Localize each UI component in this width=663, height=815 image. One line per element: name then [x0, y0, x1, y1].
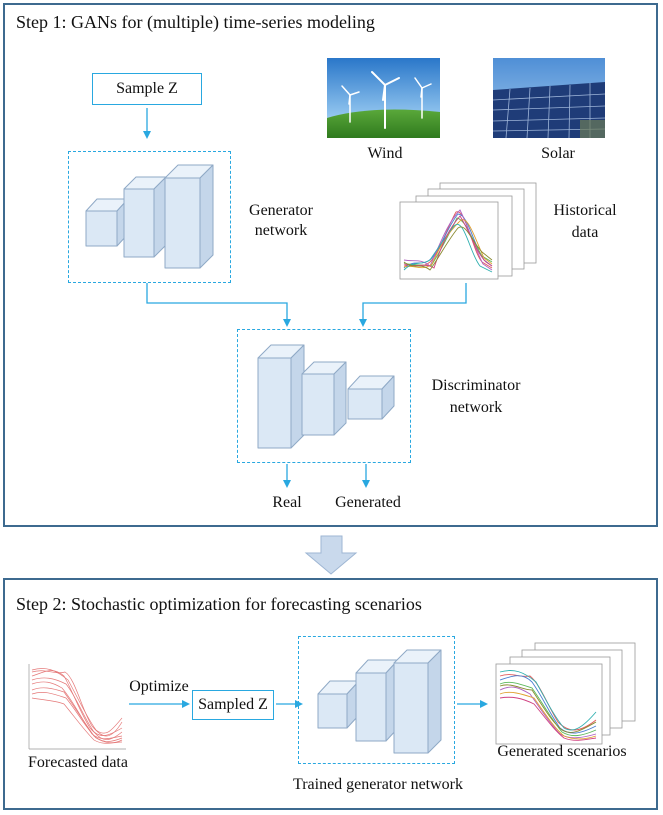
discriminator-label-line2: network: [449, 399, 503, 416]
optimize-label: Optimize: [129, 678, 189, 695]
discriminator-network-frame: [237, 329, 411, 463]
generated-scenarios-label: Generated scenarios: [497, 743, 627, 760]
sampled-z-box: Sampled Z: [192, 690, 274, 720]
sampled-z-label: Sampled Z: [198, 696, 268, 713]
historical-label-line1: Historical: [553, 202, 617, 219]
discriminator-label-line1: Discriminator: [431, 377, 521, 394]
solar-label: Solar: [541, 145, 575, 162]
real-label: Real: [272, 494, 302, 511]
step2-panel: [3, 578, 658, 810]
forecasted-data-plot: [25, 662, 127, 750]
historical-label-line2: data: [571, 224, 599, 241]
sample-z-label: Sample Z: [116, 80, 178, 97]
generated-label: Generated: [335, 494, 401, 511]
arrow-generator-to-discriminator: [146, 283, 291, 327]
discriminator-blocks: [257, 344, 395, 449]
trained-generator-label: Trained generator network: [292, 776, 464, 793]
wind-turbine-image: [327, 58, 440, 138]
sample-z-box: Sample Z: [92, 73, 202, 105]
generator-blocks: [85, 164, 214, 269]
historical-data-plots: [399, 182, 537, 280]
generator-label-line2: network: [254, 222, 308, 239]
generated-scenarios-plots: [495, 642, 636, 745]
wind-label: Wind: [367, 145, 403, 162]
step1-title: Step 1: GANs for (multiple) time-series …: [16, 12, 375, 32]
step1-panel: [3, 3, 658, 527]
forecasted-data-label: Forecasted data: [28, 754, 128, 771]
trained-generator-blocks: [317, 649, 442, 754]
arrow-data-to-discriminator: [359, 283, 467, 327]
step2-title: Step 2: Stochastic optimization for fore…: [16, 594, 422, 614]
trained-generator-frame: [298, 636, 455, 764]
solar-panel-image: [492, 58, 606, 139]
generator-label-line1: Generator: [249, 202, 313, 219]
generator-network-frame: [68, 151, 231, 283]
block-arrow-down-icon: [304, 535, 358, 575]
